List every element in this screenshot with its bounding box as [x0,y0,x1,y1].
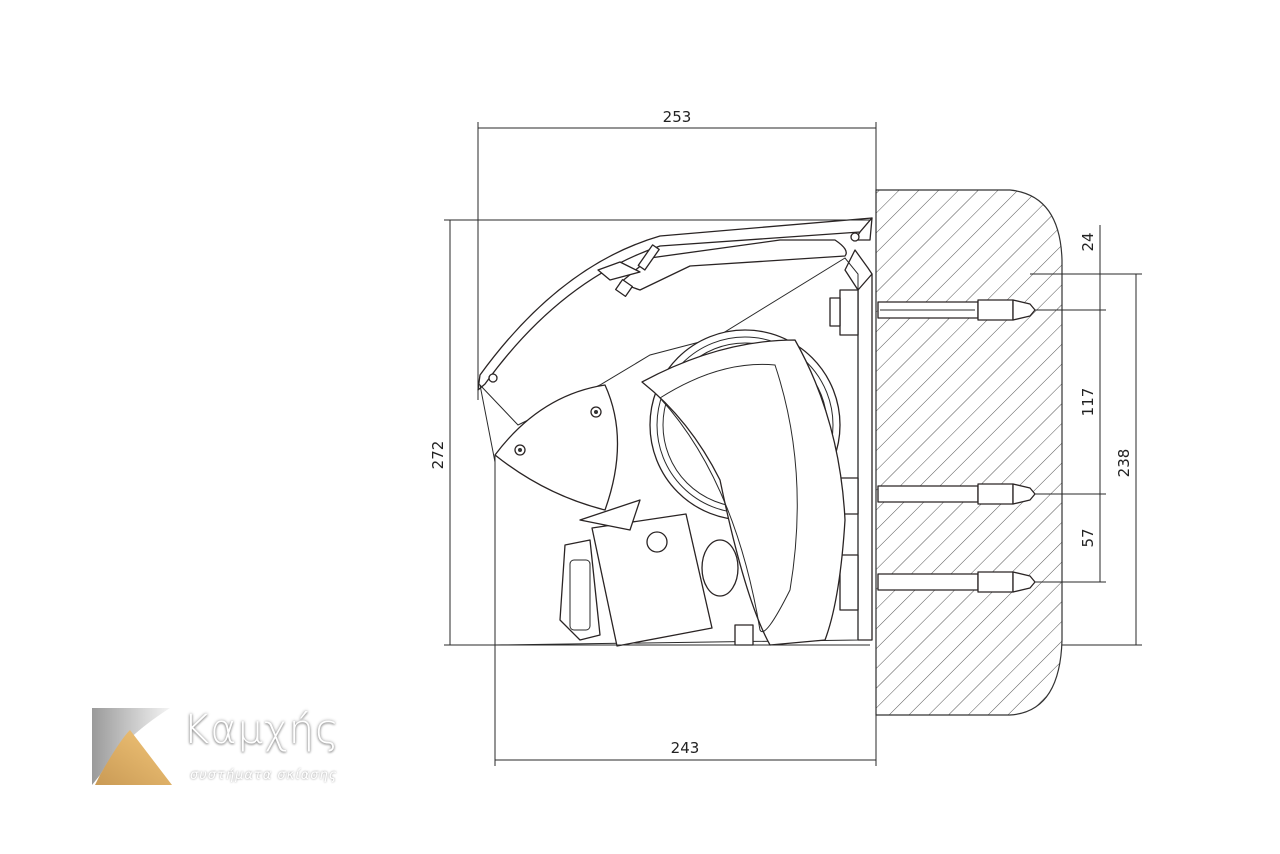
logo-mark [92,708,172,785]
dim-bottom-width: 243 [671,739,700,757]
wall-section [875,189,1063,716]
dim-total-height: 272 [429,441,447,470]
dim-lower-spacing: 57 [1079,528,1097,547]
anchor-bolts [877,299,1036,593]
dim-bracket-height: 238 [1115,449,1133,478]
dim-top-offset: 24 [1079,232,1097,251]
dimension-labels: 253 243 272 24 117 57 238 [429,108,1133,757]
logo-tagline: συστήματα σκίασης [190,768,338,783]
anchor-bolt-bottom [877,571,1036,593]
anchor-bolt-top [877,299,1036,321]
logo-name: Καμχής [183,707,340,753]
dim-top-width: 253 [663,108,692,126]
dimension-lines [444,122,1142,766]
cassette-assembly [477,217,873,647]
anchor-bolt-middle [877,483,1036,505]
dim-upper-spacing: 117 [1079,388,1097,417]
